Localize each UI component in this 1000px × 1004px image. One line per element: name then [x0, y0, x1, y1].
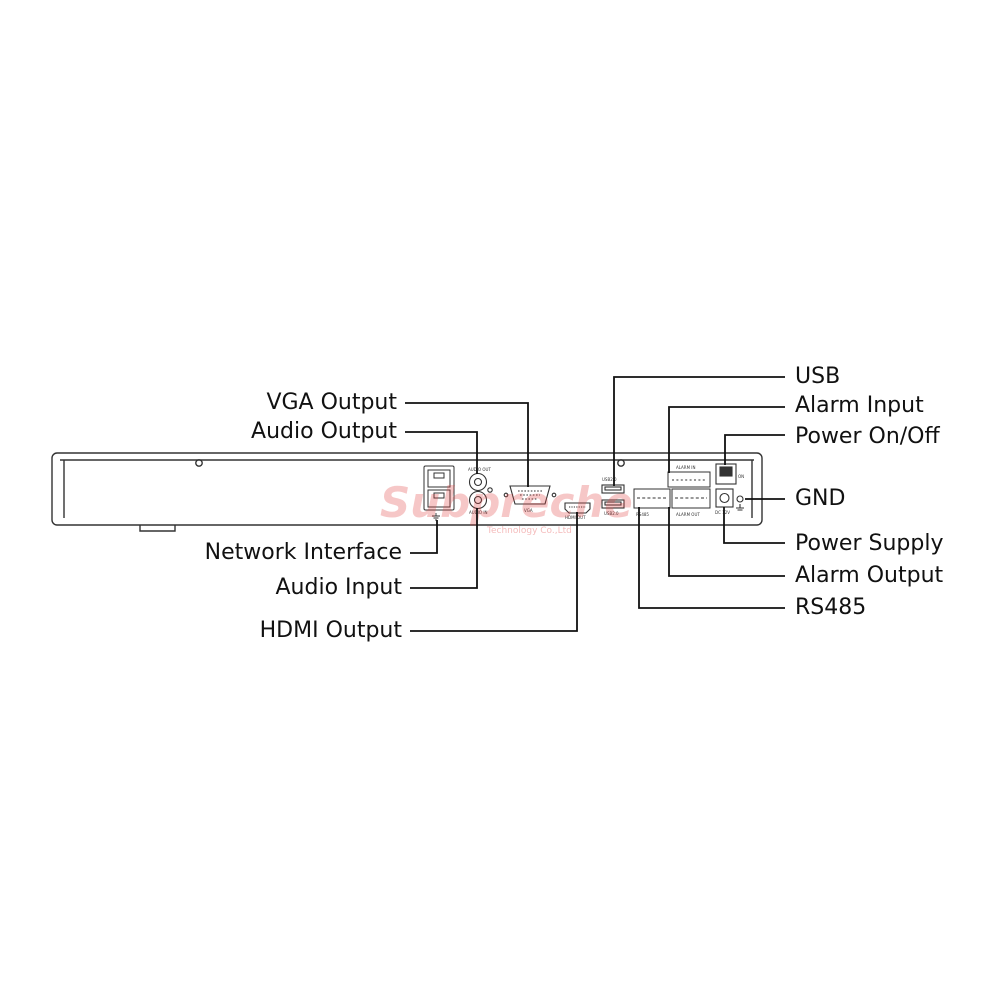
callout-power-on-off: Power On/Off	[795, 424, 940, 449]
usb-port-top-tongue	[604, 486, 622, 491]
vga-output-leader	[405, 402, 529, 487]
callout-power-supply: Power Supply	[795, 531, 944, 556]
screw-right	[617, 459, 625, 467]
callout-audio-input: Audio Input	[275, 575, 403, 600]
rs485-panel-label: RS485	[636, 512, 649, 517]
callout-alarm-output: Alarm Output	[795, 563, 944, 588]
alarm-output-leader	[668, 507, 785, 577]
rs485-leader	[638, 507, 785, 609]
callout-usb: USB	[795, 364, 841, 389]
audio-in-jack-inner	[473, 495, 483, 505]
terminal-blocks	[633, 471, 711, 509]
usb-ports	[601, 484, 625, 509]
gnd-terminal	[736, 495, 744, 503]
power-on-off-leader	[724, 434, 785, 465]
callout-network-interface: Network Interface	[204, 540, 402, 565]
hdmi-output-leader	[410, 512, 578, 632]
network-port-latch-bottom	[433, 492, 445, 499]
audio-indicator	[487, 487, 493, 493]
network-ground-symbol	[432, 513, 440, 521]
callout-alarm-input: Alarm Input	[795, 393, 924, 418]
power-switch	[715, 463, 737, 485]
network-port-block	[423, 465, 455, 511]
alarm-in-panel-label: ALARM IN	[676, 465, 695, 470]
usb-bottom-panel-label: USB2.0	[604, 511, 619, 516]
audio-in-jack-outer	[468, 490, 488, 510]
callout-rs485: RS485	[795, 595, 867, 620]
callout-gnd: GND	[795, 486, 846, 511]
screw-left	[195, 459, 203, 467]
vga-shell	[509, 485, 551, 505]
usb-port-top	[601, 484, 625, 494]
usb-top-panel-label: USB2.0	[602, 477, 617, 482]
audio-out-jack-outer	[468, 472, 488, 492]
vga-screw-left	[503, 492, 509, 498]
leader-lines	[405, 376, 785, 632]
vga-panel-label: VGA	[524, 508, 533, 513]
watermark-tagline: Technology Co.,Ltd	[486, 526, 572, 536]
callout-audio-output: Audio Output	[251, 419, 397, 444]
power-supply-jack-pin	[719, 492, 730, 504]
power-panel-label: DC 12V	[715, 510, 730, 515]
chassis-foot	[139, 525, 176, 532]
audio-output-leader	[405, 431, 478, 474]
power-components	[715, 463, 744, 511]
audio-out-jack-inner	[473, 477, 483, 487]
vga-screw-right	[551, 492, 557, 498]
alarm-out-panel-label: ALARM OUT	[676, 512, 700, 517]
network-port-latch-top	[433, 472, 445, 479]
audio-input-leader	[410, 508, 478, 589]
callout-vga-output: VGA Output	[266, 390, 397, 415]
power-supply-leader	[723, 507, 785, 544]
rs485-terminal-block	[633, 488, 671, 509]
callout-hdmi-output: HDMI Output	[259, 618, 402, 643]
audio-in-panel-label: AUDIO IN	[469, 510, 488, 515]
gnd-symbol	[736, 504, 744, 511]
hdmi-port	[564, 502, 591, 514]
vga-port	[503, 485, 557, 505]
hdmi-panel-label: HDMI OUT	[565, 515, 586, 520]
audio-out-panel-label: AUDIO OUT	[468, 467, 491, 472]
usb-leader	[613, 376, 785, 486]
network-port-bottom	[427, 489, 451, 508]
network-port-top	[427, 469, 451, 488]
network-interface-leader	[410, 520, 438, 554]
usb-port-bottom-tongue	[604, 501, 622, 506]
usb-port-bottom	[601, 499, 625, 509]
audio-jacks	[468, 472, 493, 510]
vga-pins	[518, 490, 542, 500]
alarm-output-terminal-block	[671, 488, 711, 509]
power-switch-rocker	[719, 466, 733, 477]
switch-panel-label: ON	[738, 474, 744, 479]
network-interface-port	[423, 465, 455, 511]
watermark-brand: Subpreche	[380, 478, 633, 527]
hdmi-shell	[564, 502, 591, 514]
alarm-input-leader	[668, 406, 785, 473]
alarm-input-terminal-block	[667, 471, 711, 488]
